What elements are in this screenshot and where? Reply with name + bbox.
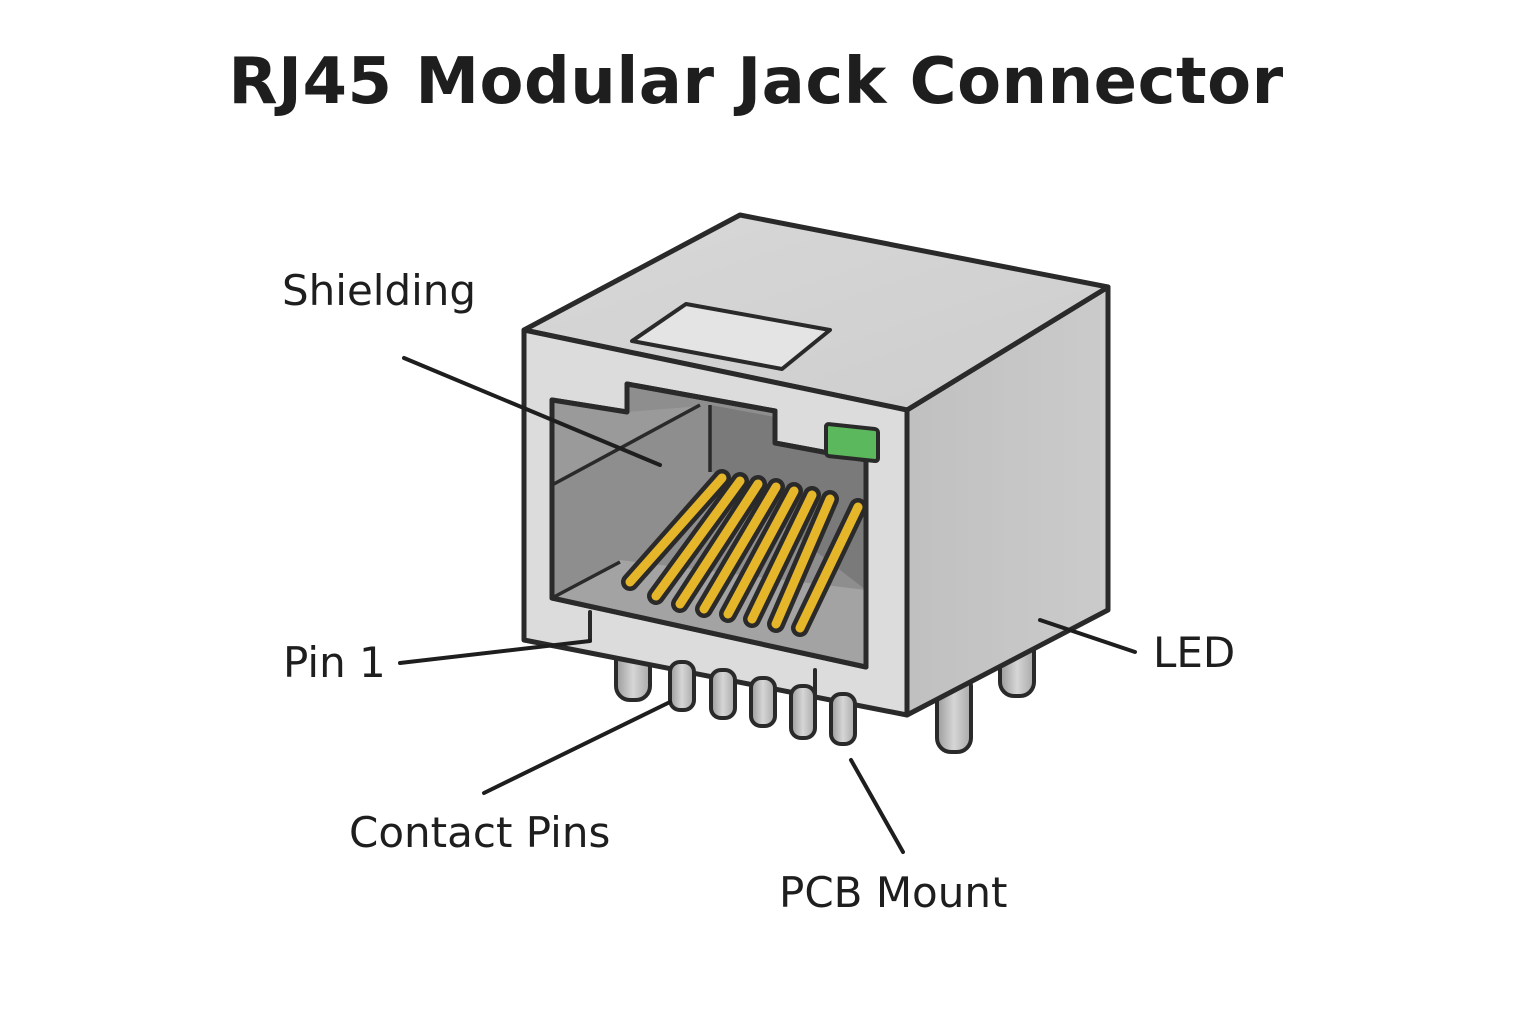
label-pin-1: Pin 1 [283,638,386,687]
contact-spring-4 [699,482,781,614]
contact-spring-1 [625,473,727,587]
contact-spring-3 [675,479,763,609]
contact-spring-6 [747,490,817,624]
leader-contact-pins [482,700,672,795]
contact-spring-5 [723,486,799,619]
contact-pin-3 [749,676,777,728]
contact-spring-7 [771,494,835,629]
leader-shielding [402,356,662,467]
contact-spring-8 [795,502,863,633]
label-shielding: Shielding [282,266,477,315]
contact-pin-1 [668,660,696,712]
top-label-recess [630,302,832,371]
contact-pin-4 [789,684,817,740]
leader-pin1 [398,639,592,665]
leader-led [1038,618,1137,654]
contact-spring-2 [651,476,745,601]
label-contact-pins: Contact Pins [349,808,611,857]
leader-pcb-mount [849,758,905,854]
label-led: LED [1153,628,1236,677]
contact-springs [621,469,867,637]
label-pcb-mount: PCB Mount [779,868,1008,917]
contact-pins [668,660,857,746]
contact-pin-2 [709,668,737,720]
contact-pin-5 [829,692,857,746]
page-title: RJ45 Modular Jack Connector [228,45,1284,119]
leader-lines [398,356,1137,854]
led-indicator [824,422,880,463]
cavity-edges [551,403,712,600]
